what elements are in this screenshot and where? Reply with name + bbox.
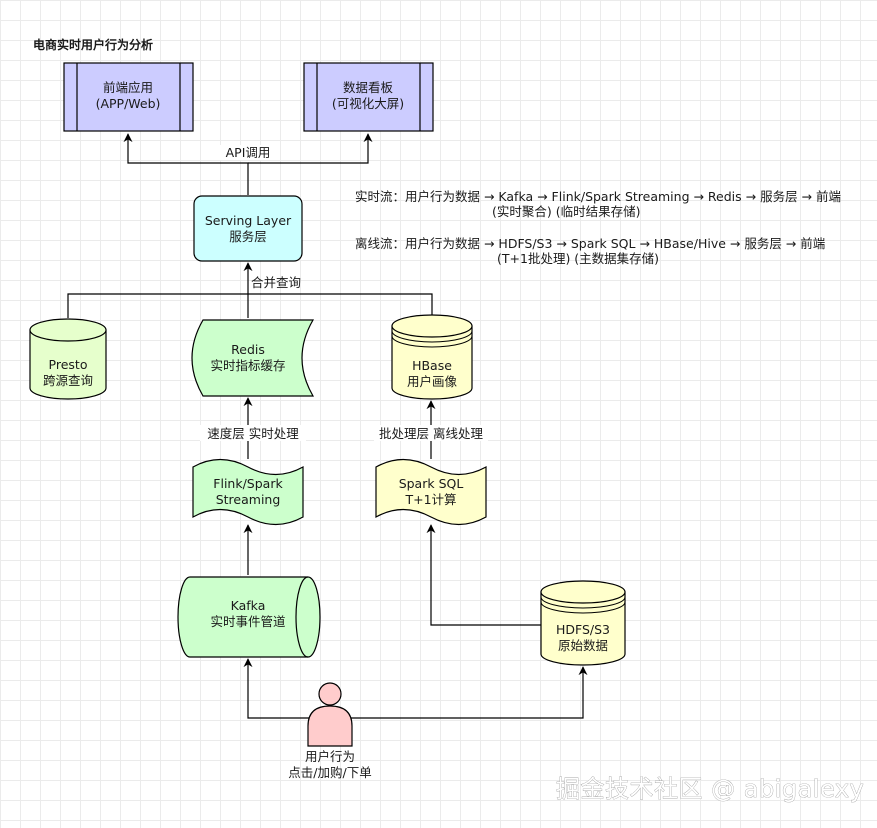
hbase-label-1: HBase — [412, 358, 452, 373]
user-icon — [307, 682, 353, 747]
edge-serving-to-dashboard — [248, 133, 373, 164]
serving-label-1: Serving Layer — [205, 213, 292, 228]
dashboard-label-1: 数据看板 — [343, 80, 394, 95]
hdfs-label-1: HDFS/S3 — [556, 622, 610, 637]
node-redis[interactable]: Redis 实时指标缓存 — [191, 319, 315, 397]
diagram-title: 电商实时用户行为分析 — [33, 37, 153, 52]
edge-label-bg — [200, 425, 306, 441]
edge-label-bg — [219, 145, 277, 160]
node-kafka[interactable]: Kafka 实时事件管道 — [177, 576, 321, 658]
node-presto[interactable]: Presto 跨源查询 — [29, 318, 107, 400]
kafka-label-2: 实时事件管道 — [210, 614, 286, 629]
note-realtime-line2: (实时聚合) (临时结果存储) — [492, 204, 640, 219]
sparksql-label-1: Spark SQL — [399, 476, 464, 491]
edge-user-to-hdfs — [350, 666, 588, 719]
edge-label-api: API调用 — [226, 145, 271, 160]
node-user-actor[interactable]: 用户行为 点击/加购/下单 — [288, 682, 372, 780]
edge-hdfs-to-sparksql — [426, 524, 541, 626]
node-dashboard[interactable]: 数据看板 (可视化大屏) — [303, 62, 434, 132]
serving-label-2: 服务层 — [229, 229, 267, 244]
sparksql-label-2: T+1计算 — [404, 492, 456, 507]
node-frontend[interactable]: 前端应用 (APP/Web) — [63, 62, 194, 132]
node-hdfs[interactable]: HDFS/S3 原始数据 — [540, 580, 626, 666]
flink-label-2: Streaming — [216, 492, 281, 507]
node-hbase[interactable]: HBase 用户画像 — [391, 314, 473, 400]
edge-label-batch: 批处理层 离线处理 — [379, 426, 483, 441]
user-label-2: 点击/加购/下单 — [288, 765, 371, 780]
frontend-label-1: 前端应用 — [103, 80, 153, 95]
flink-label-1: Flink/Spark — [213, 476, 283, 491]
edge-serving-to-frontend — [123, 133, 249, 195]
edge-label-speed: 速度层 实时处理 — [207, 426, 299, 441]
user-label-1: 用户行为 — [305, 749, 355, 764]
hdfs-label-2: 原始数据 — [558, 638, 608, 653]
edge-label-bg — [374, 425, 488, 441]
redis-label-2: 实时指标缓存 — [210, 358, 285, 373]
presto-label-1: Presto — [49, 357, 88, 372]
watermark: 掘金技术社区 @ abigalexy — [556, 775, 864, 803]
edge-user-to-kafka — [243, 658, 310, 719]
edge-label-merge: 合并查询 — [251, 275, 301, 290]
kafka-label-1: Kafka — [231, 598, 266, 613]
note-offline-line1: 离线流：用户行为数据 → HDFS/S3 → Spark SQL → HBase… — [355, 236, 825, 251]
node-flink-streaming[interactable]: Flink/Spark Streaming — [192, 458, 304, 526]
node-serving-layer[interactable]: Serving Layer 服务层 — [193, 195, 303, 262]
frontend-label-2: (APP/Web) — [96, 96, 161, 111]
note-realtime-line1: 实时流：用户行为数据 → Kafka → Flink/Spark Streami… — [355, 189, 841, 204]
note-offline-line2: (T+1批处理) (主数据集存储) — [497, 251, 659, 266]
flow-notes: 实时流：用户行为数据 → Kafka → Flink/Spark Streami… — [355, 189, 841, 266]
redis-label-1: Redis — [231, 342, 265, 357]
hbase-label-2: 用户画像 — [407, 374, 458, 389]
edges — [67, 133, 588, 719]
presto-label-2: 跨源查询 — [43, 373, 93, 388]
dashboard-label-2: (可视化大屏) — [332, 96, 404, 111]
node-spark-sql[interactable]: Spark SQL T+1计算 — [375, 458, 487, 526]
edge-merge-bus — [67, 293, 433, 318]
